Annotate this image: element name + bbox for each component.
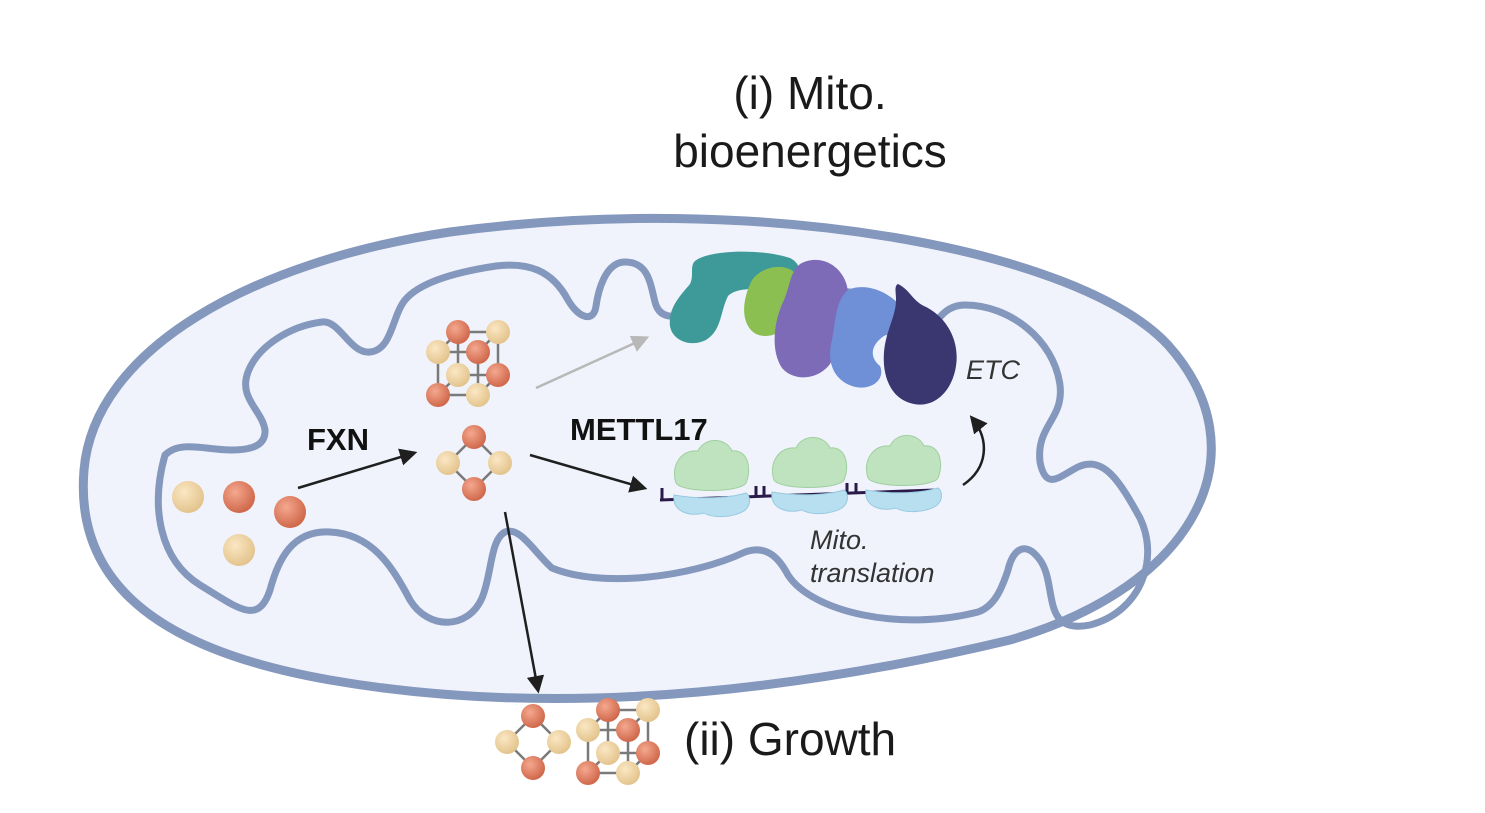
translation-to-etc-arrow bbox=[962, 415, 988, 487]
cluster-to-etc-arrow bbox=[535, 335, 650, 390]
ribosome-icon bbox=[673, 435, 942, 518]
mettl17-arrow bbox=[529, 453, 648, 493]
title-line-2: bioenergetics bbox=[673, 125, 947, 177]
fxn-arrow bbox=[297, 448, 418, 490]
etc-complex-5 bbox=[883, 284, 957, 405]
etc-complex-4 bbox=[830, 287, 905, 388]
iron-sulfur-ions-icon bbox=[172, 481, 306, 566]
mettl17-label: METTL17 bbox=[570, 412, 708, 447]
etc-label: ETC bbox=[966, 355, 1020, 385]
growth-fe4s4-icon bbox=[576, 698, 660, 785]
translation-line-1: Mito. bbox=[810, 525, 869, 555]
growth-arrow bbox=[503, 511, 545, 694]
title-mito-bioenergetics: (i) Mito. bioenergetics bbox=[640, 64, 980, 180]
mito-translation-label: Mito. translation bbox=[810, 524, 935, 590]
translation-line-2: translation bbox=[810, 558, 935, 588]
fxn-label: FXN bbox=[307, 422, 369, 457]
title-line-1: (i) Mito. bbox=[733, 67, 887, 119]
fe2s2-diamond-icon bbox=[436, 425, 512, 501]
inner-membrane-cristae bbox=[154, 258, 1152, 630]
etc-complex-3 bbox=[774, 259, 849, 378]
growth-fe2s2-icon bbox=[495, 704, 571, 780]
growth-label: (ii) Growth bbox=[684, 713, 897, 765]
fe4s4-cube-icon bbox=[426, 320, 510, 407]
etc-complexes-icon bbox=[669, 251, 957, 405]
